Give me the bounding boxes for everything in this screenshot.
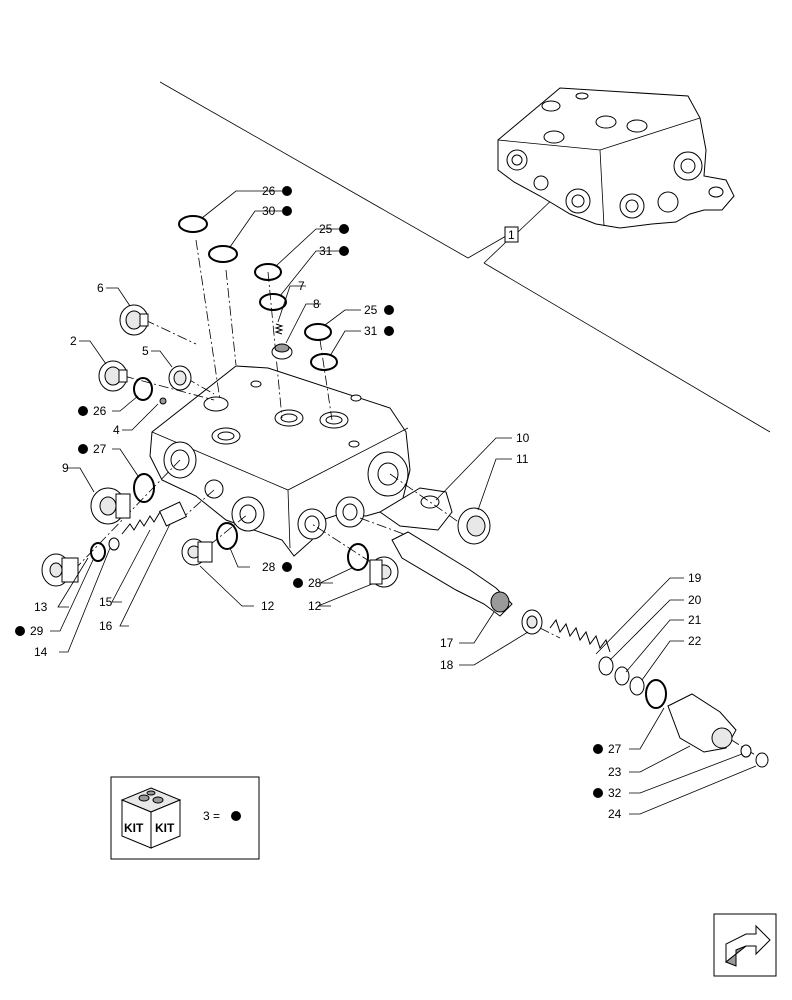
reference-lines	[159, 81, 771, 433]
callout-18: 18	[440, 658, 454, 672]
callout-5: 5	[142, 344, 149, 358]
kit-dot	[78, 406, 88, 416]
callout-4: 4	[113, 423, 120, 437]
callout-14: 14	[34, 645, 48, 659]
callout-28-right: 28	[308, 576, 322, 590]
valve-section-assembly-thumbnail	[497, 87, 735, 229]
callout-19: 19	[688, 571, 702, 585]
callout-31-right: 31	[364, 324, 378, 338]
kit-dot	[339, 246, 349, 256]
callout-25-left: 25	[319, 222, 333, 236]
callout-32: 32	[608, 786, 622, 800]
kit-dot	[593, 744, 603, 754]
callout-28-left: 28	[262, 560, 276, 574]
top-seals	[178, 215, 338, 371]
valve-body	[149, 365, 453, 557]
callout-25-right: 25	[364, 303, 378, 317]
kit-dot	[384, 326, 394, 336]
callout-11: 11	[516, 452, 529, 466]
kit-dot	[339, 224, 349, 234]
callout-15: 15	[99, 595, 113, 609]
o-ring-25-left	[254, 263, 282, 281]
kit-dot	[282, 562, 292, 572]
callout-29: 29	[30, 624, 44, 638]
o-ring-31-left	[259, 293, 287, 311]
callout-12-right: 12	[308, 599, 322, 613]
callout-9: 9	[62, 461, 69, 475]
o-ring-25-right	[304, 323, 332, 341]
o-ring-26-top	[178, 215, 208, 233]
callout-24: 24	[608, 807, 622, 821]
callout-16: 16	[99, 619, 113, 633]
reference-box-1: 1	[504, 226, 519, 243]
callout-23: 23	[608, 765, 622, 779]
kit-dot	[15, 626, 25, 636]
callout-2: 2	[70, 334, 77, 348]
left-plugs	[41, 304, 238, 587]
callout-17: 17	[440, 636, 454, 650]
callout-26-left: 26	[93, 404, 107, 418]
callout-27-right: 27	[608, 742, 622, 756]
callout-1: 1	[508, 228, 515, 242]
callout-26-top: 26	[262, 184, 276, 198]
o-ring-30	[208, 245, 238, 263]
callout-27-left: 27	[93, 442, 107, 456]
kit-dot	[384, 305, 394, 315]
callout-21: 21	[688, 613, 702, 627]
callout-8: 8	[313, 297, 320, 311]
callout-22: 22	[688, 634, 702, 648]
kit-label-right: KIT	[155, 821, 175, 835]
callout-31-left: 31	[319, 244, 333, 258]
callout-labels: 26 30 25 31 7 8 25 31 6 2 5 26 4 27 9 13…	[15, 184, 702, 821]
kit-dot	[282, 186, 292, 196]
kit-dot	[293, 578, 303, 588]
callout-30: 30	[262, 204, 276, 218]
kit-legend: KIT KIT 3 =	[110, 776, 260, 860]
kit-dot	[231, 811, 241, 821]
next-page-arrow-icon[interactable]	[713, 913, 777, 977]
o-ring-31-right	[310, 353, 338, 371]
leader-lines	[50, 190, 757, 815]
callout-20: 20	[688, 593, 702, 607]
callout-13: 13	[34, 600, 48, 614]
kit-dot	[282, 206, 292, 216]
callout-12-left: 12	[261, 599, 275, 613]
callout-10: 10	[516, 431, 530, 445]
kit-dot	[78, 444, 88, 454]
kit-dot	[593, 788, 603, 798]
callout-7: 7	[298, 279, 305, 293]
kit-label-left: KIT	[124, 821, 144, 835]
callout-6: 6	[97, 281, 104, 295]
spool-and-relief-valve	[347, 507, 769, 768]
kit-box-icon	[120, 787, 182, 849]
kit-equation: 3 =	[203, 809, 220, 823]
